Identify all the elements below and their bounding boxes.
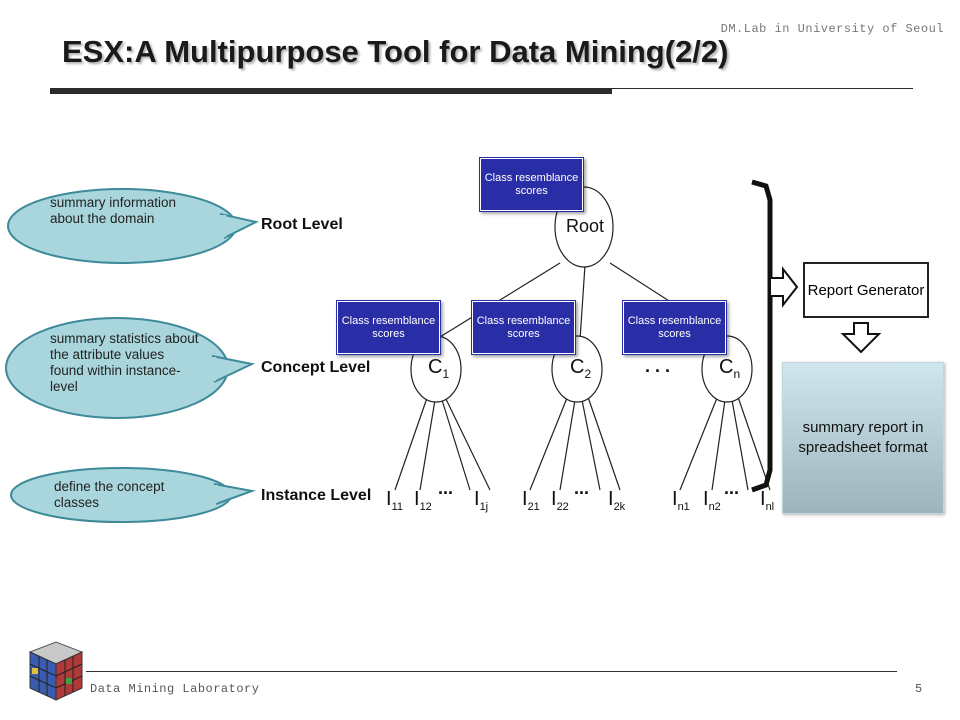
c1-node-label: C1 <box>428 356 450 381</box>
class-resemblance-box-root: Class resemblance scores <box>481 159 582 210</box>
cn-node-label: Cn <box>719 356 741 381</box>
instance-i11: I11 <box>386 488 403 513</box>
instance-in1: In1 <box>672 488 690 513</box>
callout-root <box>7 188 259 264</box>
instance-i2k: I2k <box>608 488 626 513</box>
root-node-label: Root <box>566 216 605 236</box>
class-resemblance-box-c1: Class resemblance scores <box>338 302 439 353</box>
level-root-label: Root Level <box>261 216 343 233</box>
callout-instance <box>10 467 256 523</box>
instance-i1j: I1j <box>474 488 489 513</box>
arrow-down-icon <box>840 322 882 354</box>
callout-concept <box>5 317 256 419</box>
page-number: 5 <box>915 682 923 696</box>
arrow-right-icon <box>769 266 799 308</box>
cube-logo <box>28 641 84 701</box>
callout-concept-text: summary statistics about the attribute v… <box>50 331 199 394</box>
instance-i22: I22 <box>551 488 569 513</box>
instance-dots-2: ... <box>574 478 590 498</box>
concept-dots: . . . <box>645 356 671 376</box>
report-generator-box: Report Generator <box>803 262 929 318</box>
instance-dots-3: ... <box>724 478 740 498</box>
level-instance-label: Instance Level <box>261 487 372 504</box>
c2-node-label: C2 <box>570 356 592 381</box>
callout-instance-text: define the concept classes <box>54 479 165 510</box>
instance-inl: Inl <box>760 488 775 513</box>
instance-i21: I21 <box>522 488 540 513</box>
page-title: ESX:A Multipurpose Tool for Data Mining(… <box>62 34 729 69</box>
footer-lab-name: Data Mining Laboratory <box>90 682 260 696</box>
instance-i12: I12 <box>414 488 432 513</box>
footer-rule <box>86 671 897 672</box>
instance-in2: In2 <box>703 488 721 513</box>
class-resemblance-box-cn: Class resemblance scores <box>624 302 725 353</box>
class-resemblance-box-c2: Class resemblance scores <box>473 302 574 353</box>
title-rule-thin <box>612 88 913 89</box>
lab-label: DM.Lab in University of Seoul <box>720 22 944 36</box>
level-concept-label: Concept Level <box>261 359 371 376</box>
callout-root-text: summary information about the domain <box>50 195 177 226</box>
title-rule <box>50 88 612 94</box>
summary-report-box: summary report in spreadsheet format <box>782 362 944 514</box>
levels-bracket <box>751 179 773 493</box>
instance-dots-1: ... <box>438 478 454 498</box>
